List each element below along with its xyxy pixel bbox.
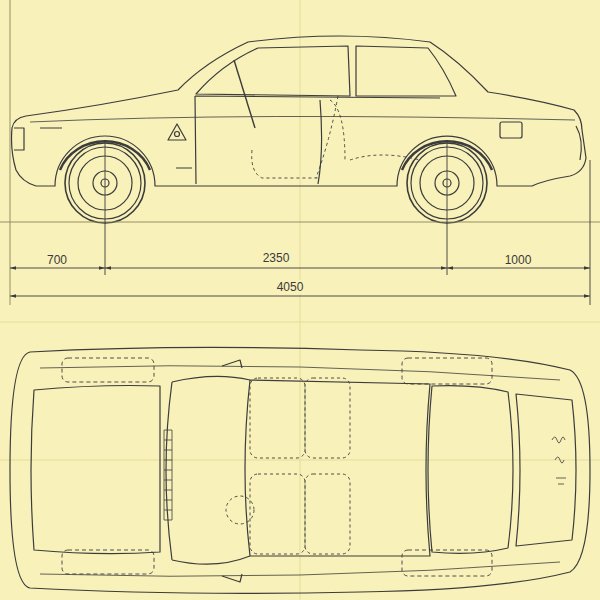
rear-quarter-window (356, 46, 456, 96)
wheel-outline-dashed (62, 358, 492, 576)
bonnet-panel (31, 386, 160, 554)
mirror (222, 360, 242, 582)
side-crease (40, 366, 560, 577)
body-outline (12, 36, 587, 186)
wiper-grille (164, 430, 172, 520)
top-view (10, 347, 590, 593)
windshield-pillar (234, 60, 255, 128)
rear-window (428, 386, 513, 554)
rear-light (576, 126, 581, 160)
dimension-lines (0, 0, 600, 305)
body-plan-outline (10, 347, 590, 593)
seat-dashed (226, 378, 350, 554)
front-grille (14, 128, 24, 150)
signature-scribble (552, 437, 566, 484)
fuel-flap (500, 122, 522, 138)
badge-clover (175, 132, 180, 137)
dimension-label: 700 (44, 253, 70, 267)
belt-line (30, 116, 575, 122)
dimension-label: 4050 (274, 280, 307, 294)
seat-dashed (252, 96, 420, 178)
side-window (196, 46, 350, 96)
badge-triangle (168, 124, 186, 140)
roof (245, 380, 430, 556)
trim-strip (40, 128, 192, 168)
dimension-label: 1000 (502, 253, 535, 267)
side-view (12, 36, 587, 223)
boot-lid (516, 394, 576, 546)
windshield (166, 376, 250, 564)
dimension-label: 2350 (260, 251, 293, 265)
door-outline (195, 96, 440, 184)
